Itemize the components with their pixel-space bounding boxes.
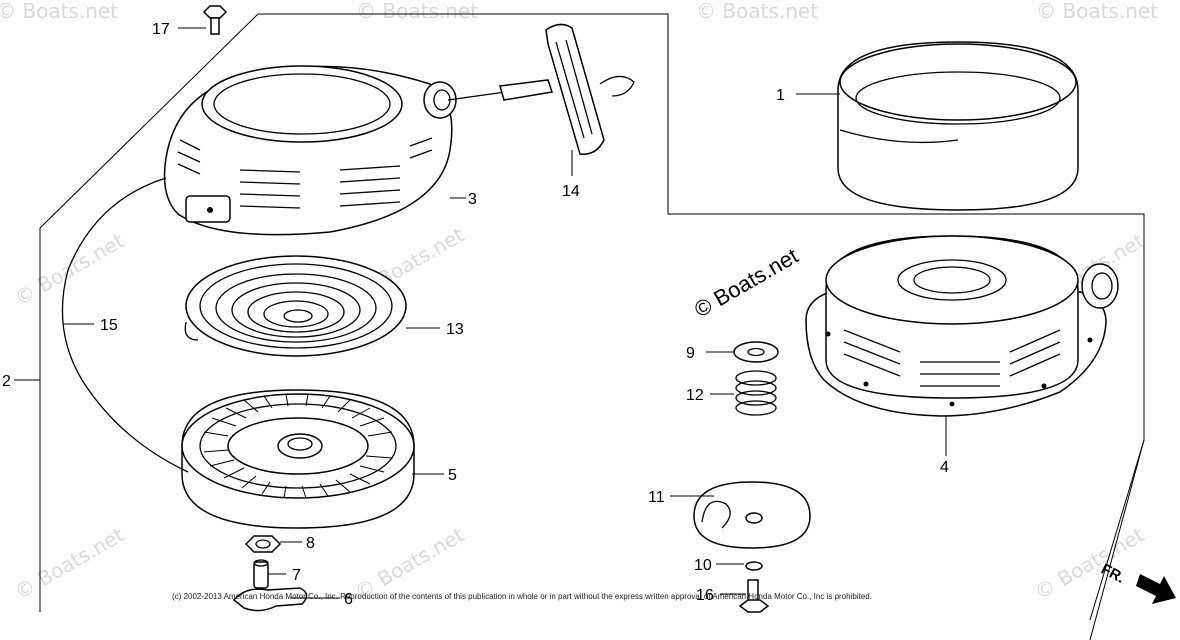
assembly-outline-left: [39, 13, 259, 612]
callout-3: 3: [468, 191, 477, 208]
assembly-outline-right: [1089, 439, 1145, 621]
watermark: © Boats.net: [1036, 0, 1158, 23]
callout-6: 6: [344, 591, 353, 608]
part-8-nut: [244, 535, 282, 553]
callout-8: 8: [306, 535, 315, 552]
part-7-pin: [253, 559, 269, 589]
watermark: © Boats.net: [696, 0, 818, 23]
part-10-washer: [745, 561, 763, 571]
part-17-bolt: [202, 5, 228, 35]
part-9-washer: [733, 341, 779, 363]
part-15-starter-rope: [61, 177, 189, 473]
watermark: © Boats.net: [1031, 522, 1149, 604]
part-3-recoil-case: [163, 65, 457, 236]
callout-10: 10: [694, 557, 712, 574]
callout-1: 1: [776, 87, 785, 104]
part-12-spring: [735, 370, 777, 416]
leader-lines: [14, 27, 947, 599]
part-13-spiral-spring: [184, 255, 407, 357]
callout-13: 13: [446, 321, 464, 338]
callout-17: 17: [152, 21, 170, 38]
part-16-bolt: [738, 579, 770, 613]
watermark: © Boats.net: [11, 228, 129, 310]
part-14-starter-grip: [447, 23, 635, 155]
callout-14: 14: [562, 183, 580, 200]
callouts: 1 2 3 4 5 6 7 8 9 10 11 12 13 14 15 16 1…: [2, 21, 949, 608]
part-4-cover: [805, 235, 1119, 417]
watermark: © Boats.net: [11, 522, 129, 604]
watermark: © Boats.net: [0, 0, 118, 23]
front-direction-indicator: FR.: [1098, 561, 1176, 604]
direction-arrow-icon: [1136, 574, 1176, 604]
callout-5: 5: [448, 467, 457, 484]
assembly-outline: [258, 13, 1145, 640]
callout-11: 11: [648, 489, 665, 506]
callout-12: 12: [686, 387, 704, 404]
watermark-large: © Boats.net: [690, 243, 802, 322]
callout-15: 15: [100, 317, 118, 334]
watermark: © Boats.net: [356, 0, 478, 23]
part-11-friction-plate: [693, 481, 811, 549]
callout-4: 4: [940, 459, 949, 476]
part-6-ratchet: [232, 587, 308, 612]
callout-16: 16: [696, 587, 714, 604]
copyright-notice: (c) 2002-2013 American Honda Motor Co., …: [172, 592, 872, 601]
callout-7: 7: [292, 567, 301, 584]
part-5-reel: [181, 389, 415, 529]
callout-9: 9: [686, 345, 695, 362]
part-1-ring: [837, 41, 1079, 211]
callout-2: 2: [2, 373, 11, 390]
